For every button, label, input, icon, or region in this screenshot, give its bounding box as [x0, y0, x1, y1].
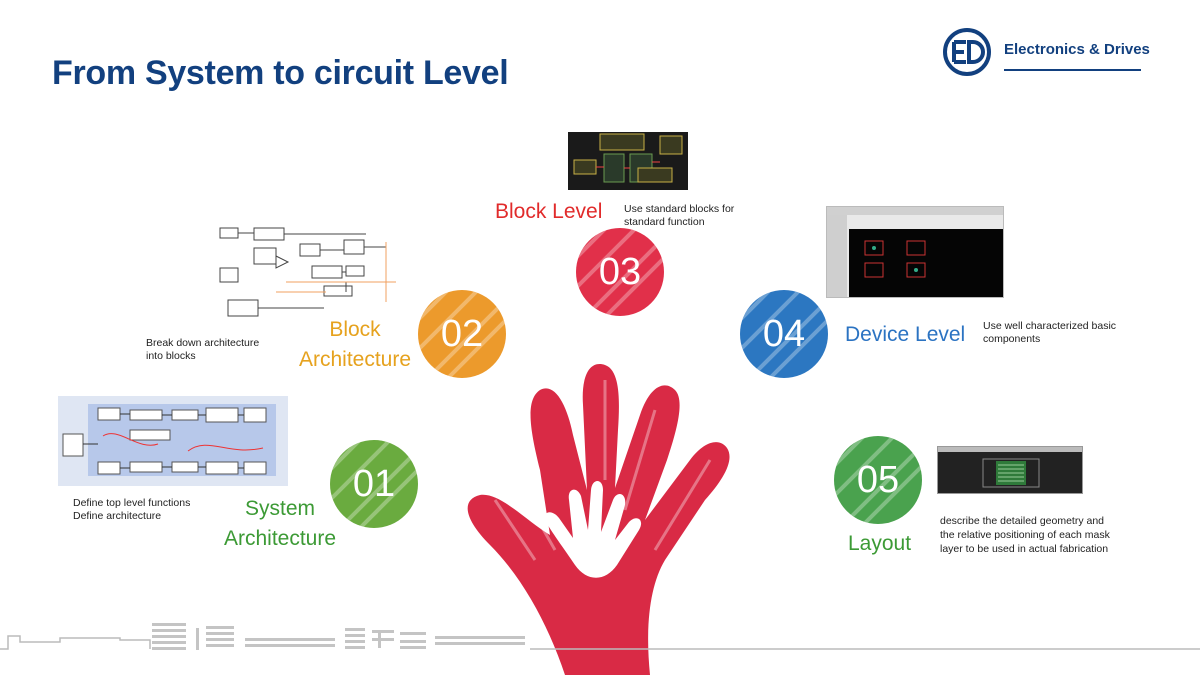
stage-01-desc-line-2: Define architecture [73, 510, 162, 522]
scribble-texture [330, 440, 418, 528]
stage-02-label: Block Architecture [292, 315, 418, 375]
page-title: From System to circuit Level [52, 54, 509, 92]
footer-skyline [0, 623, 1200, 650]
block-level-diagram [568, 132, 688, 190]
stage-04-desc: Use well characterized basic components [983, 320, 1116, 346]
stage-02-label-line-2: Architecture [298, 348, 412, 371]
logo-text: Electronics & Drives [1004, 41, 1150, 58]
stage-02-desc: Break down architecture into blocks [146, 337, 259, 363]
stage-02-desc-line-1: Break down architecture [146, 337, 260, 349]
stage-01-desc: Define top level functions Define archit… [73, 497, 190, 523]
stage-03-circle: 03 [576, 228, 664, 316]
block-architecture-diagram [216, 222, 398, 322]
stage-03-number: 03 [598, 250, 642, 293]
stage-05-desc-line-2: the relative positioning of each mask [940, 529, 1110, 541]
system-architecture-diagram [58, 396, 288, 486]
stage-01-label-line-1: System [244, 497, 315, 520]
stage-05-number: 05 [856, 458, 900, 501]
scribble-texture [834, 436, 922, 524]
stage-01-number: 01 [352, 462, 396, 505]
stage-04-desc-line-2: components [983, 333, 1041, 345]
stage-04-circle: 04 [740, 290, 828, 378]
stage-03-desc-line-1: Use standard blocks for [624, 203, 735, 215]
ed-logo-icon [943, 28, 991, 76]
block-level-icon [573, 133, 683, 183]
stage-01-desc-line-1: Define top level functions [73, 497, 191, 509]
stage-03-label: Block Level [495, 200, 603, 223]
layout-screenshot [937, 446, 1083, 494]
system-diagram-icon [62, 404, 276, 476]
stage-01-circle: 01 [330, 440, 418, 528]
stage-05-label: Layout [848, 532, 912, 555]
stage-02-desc-line-2: into blocks [146, 350, 196, 362]
scribble-texture [576, 228, 664, 316]
scribble-texture [418, 290, 506, 378]
stage-04-number: 04 [762, 312, 806, 355]
scribble-texture [740, 290, 828, 378]
hand-illustration [467, 364, 730, 675]
stage-05-desc-line-3: layer to be used in actual fabrication [940, 543, 1109, 555]
logo-underline [1004, 69, 1141, 71]
stage-04-desc-line-1: Use well characterized basic [983, 320, 1117, 332]
stage-05-desc-line-1: describe the detailed geometry and [940, 515, 1105, 527]
stage-02-circle: 02 [418, 290, 506, 378]
layout-icon [938, 447, 1082, 488]
block-diagram-icon [219, 227, 396, 317]
company-logo: Electronics & Drives [942, 27, 1150, 77]
device-level-screenshot [826, 206, 1004, 298]
device-layout-icon [827, 207, 1003, 297]
stage-03-desc: Use standard blocks for standard functio… [624, 203, 734, 229]
stage-05-desc: describe the detailed geometry and the r… [940, 514, 1110, 556]
stage-02-number: 02 [440, 312, 484, 355]
stage-02-label-line-1: Block [329, 318, 381, 341]
stage-03-desc-line-2: standard function [624, 216, 705, 228]
stage-04-label: Device Level [845, 323, 966, 346]
stage-01-label: System Architecture [218, 494, 342, 554]
stage-01-label-line-2: Architecture [223, 527, 337, 550]
stage-05-circle: 05 [834, 436, 922, 524]
